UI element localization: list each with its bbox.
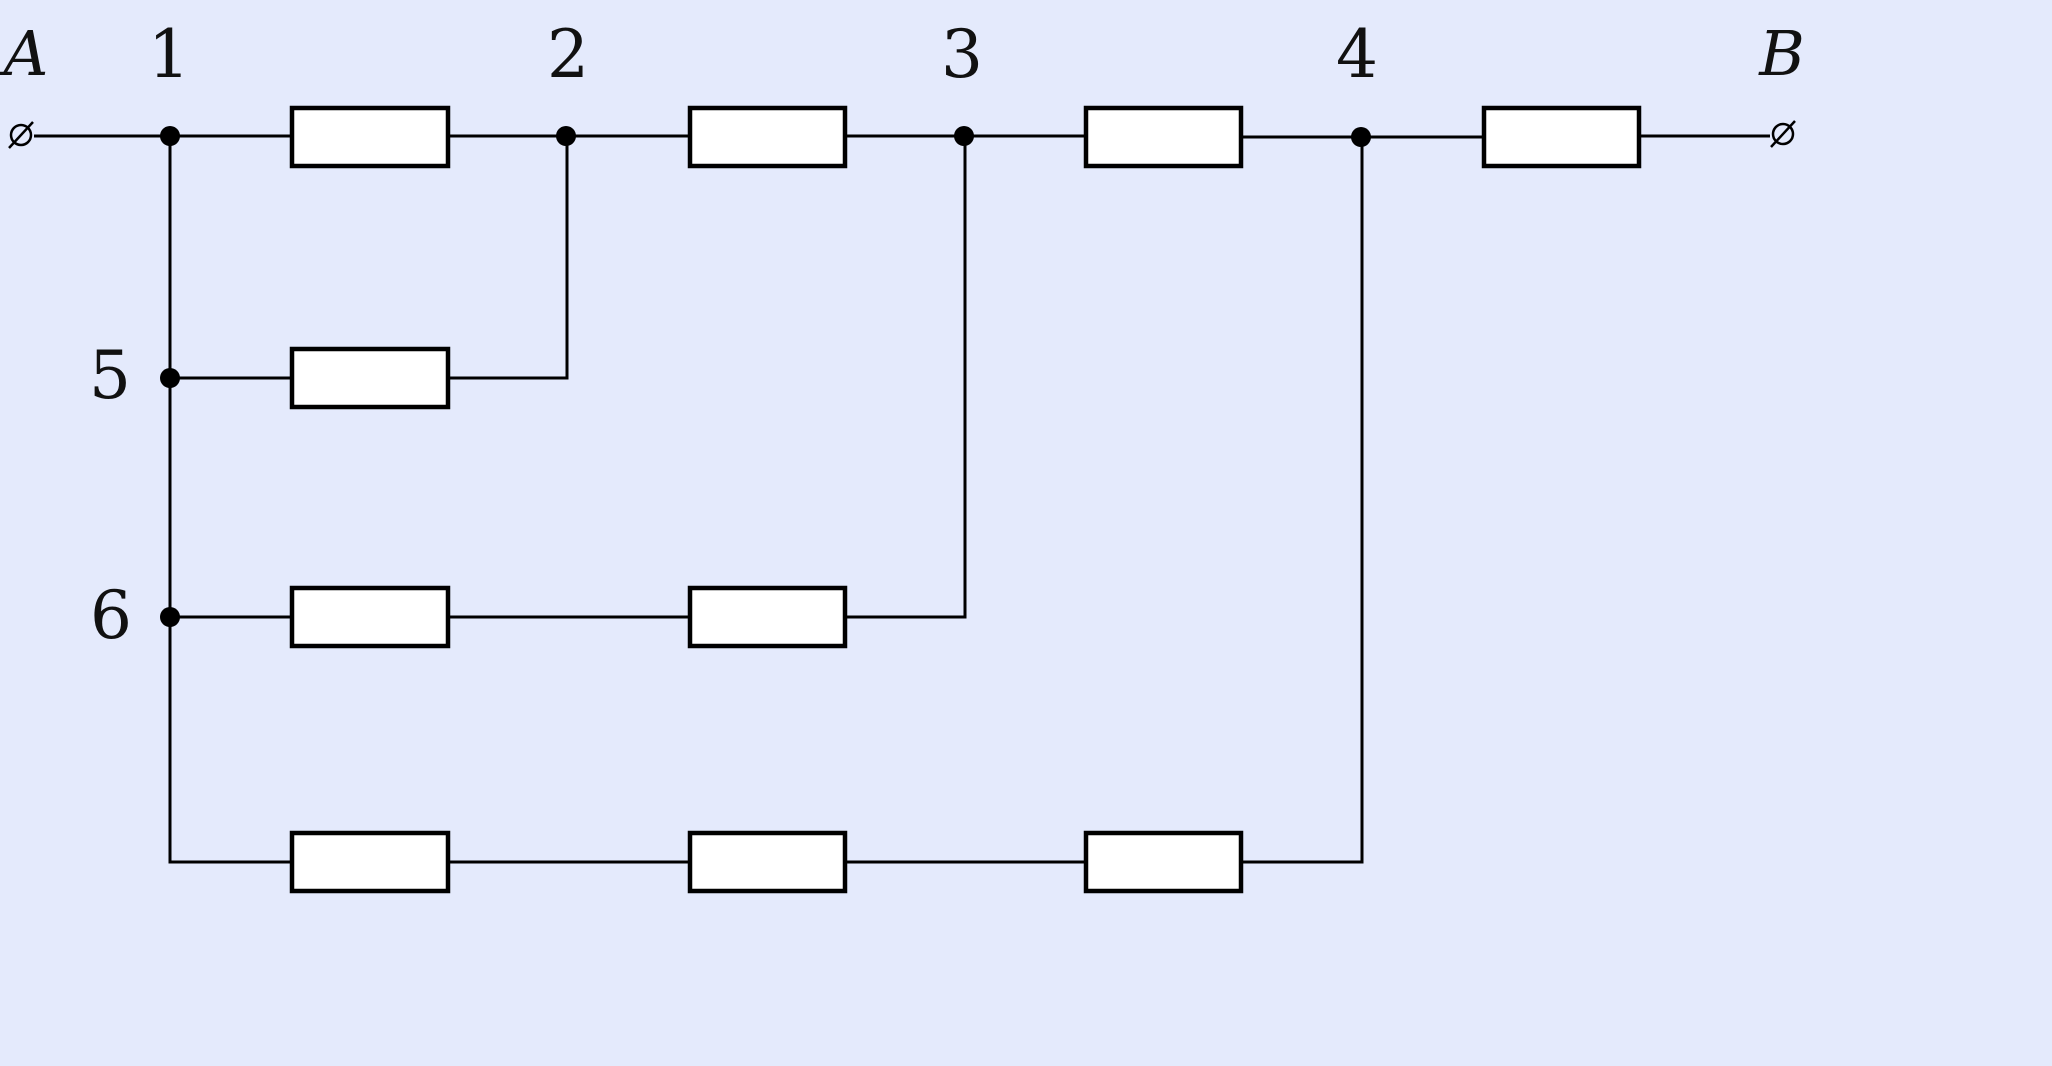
- node-3-label: 3: [941, 16, 983, 93]
- resistor-5-2: [289, 346, 451, 410]
- node-2-label: 2: [547, 16, 589, 93]
- node-4-dot: [1351, 127, 1371, 147]
- resistor-6-a: [289, 585, 451, 649]
- node-1-dot: [160, 126, 180, 146]
- resistor-bottom-a: [289, 830, 451, 894]
- resistor-bottom-b: [687, 830, 848, 894]
- terminal-b-label: B: [1758, 17, 1805, 90]
- node-3-dot: [954, 126, 974, 146]
- node-5-dot: [160, 368, 180, 388]
- resistor-bottom-c: [1083, 830, 1244, 894]
- terminal-a-label: A: [0, 17, 48, 90]
- node-1-label: 1: [148, 16, 190, 93]
- terminal-b-symbol: [1770, 120, 1796, 148]
- node-6-dot: [160, 607, 180, 627]
- resistor-1-2: [289, 105, 451, 169]
- node-5-label: 5: [89, 337, 131, 414]
- resistor-4-b: [1481, 105, 1642, 169]
- resistor-2-3: [687, 105, 848, 169]
- node-2-dot: [556, 126, 576, 146]
- wire-r7-to-node-3: [845, 136, 967, 619]
- wire-left-bus: [168, 136, 292, 864]
- resistor-6-b: [687, 585, 848, 649]
- terminal-a-symbol: [8, 121, 34, 149]
- wire-r5-to-node-2: [448, 136, 569, 380]
- node-6-label: 6: [90, 577, 132, 654]
- resistor-3-4: [1083, 105, 1244, 169]
- node-4-label: 4: [1336, 16, 1378, 93]
- wire-r10-to-node-4: [1241, 137, 1364, 864]
